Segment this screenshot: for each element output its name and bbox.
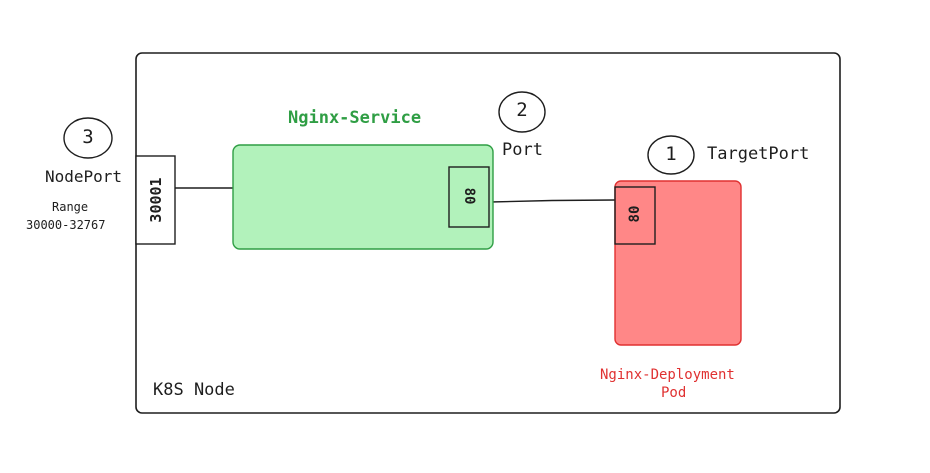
target-port-marker-circle [647, 135, 695, 175]
service-title: Nginx-Service [288, 108, 422, 128]
pod-title-line2: Pod [661, 385, 687, 401]
nodeport-label: NodePort [45, 167, 123, 186]
target-port-marker: 1 [665, 143, 677, 165]
service-port-box [448, 166, 490, 228]
pod-title-line1: Nginx-Deployment [600, 367, 735, 383]
service-port-marker-circle [498, 91, 546, 133]
target-port-label: TargetPort [707, 144, 810, 164]
pod-box [614, 180, 742, 346]
nodeport-range-label: Range [52, 200, 89, 214]
nodeport-box [135, 155, 176, 245]
k8s-node-label: K8S Node [153, 380, 235, 400]
nodeport-range-value: 30000-32767 [26, 218, 106, 232]
nodeport-marker: 3 [82, 126, 94, 148]
connector-service-pod [489, 199, 616, 203]
service-box [232, 144, 494, 250]
service-port-value: 80 [461, 187, 477, 205]
pod-port-value: 80 [627, 205, 643, 223]
service-port-label: Port [502, 140, 543, 160]
pod-port-box [614, 186, 656, 245]
service-port-marker: 2 [516, 99, 528, 121]
nodeport-marker-circle [63, 117, 113, 159]
nodeport-value: 30001 [147, 177, 165, 223]
